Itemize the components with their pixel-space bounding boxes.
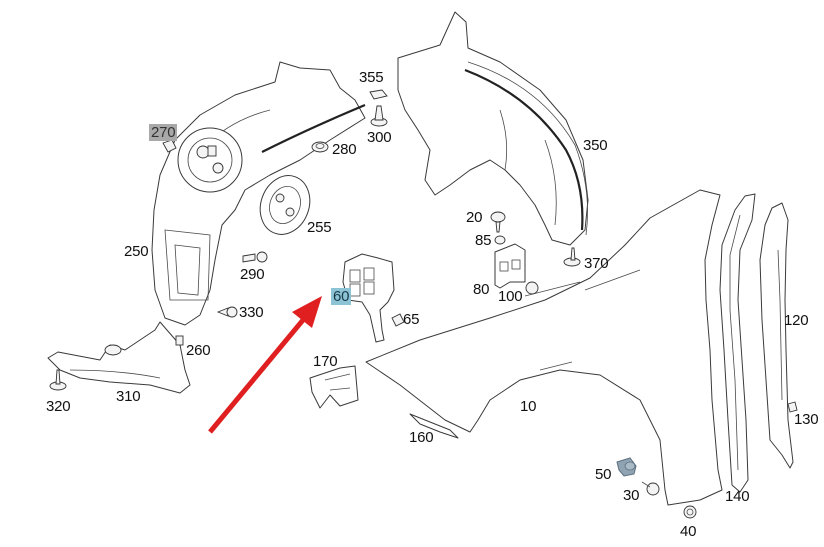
callout-30: 30	[623, 487, 640, 504]
callout-160: 160	[409, 429, 434, 446]
hardware-370-screw	[563, 247, 581, 267]
hardware-280-nut	[311, 141, 329, 153]
hardware-355-clip	[369, 89, 388, 100]
callout-260: 260	[186, 342, 211, 359]
callout-280: 280	[332, 141, 357, 158]
callout-320: 320	[46, 398, 71, 415]
callout-330: 330	[239, 304, 264, 321]
callout-10: 10	[520, 398, 537, 415]
hardware-65-clip-nut	[391, 313, 405, 327]
hardware-100-rivet	[525, 281, 539, 295]
callout-60: 60	[331, 288, 352, 305]
callout-370: 370	[584, 255, 609, 272]
callout-85: 85	[475, 232, 492, 249]
callout-250: 250	[124, 243, 149, 260]
callout-65: 65	[403, 311, 420, 328]
rear-wheel-arch-liner	[397, 11, 589, 246]
hardware-85-nut	[494, 235, 506, 245]
front-wheel-arch-liner	[151, 61, 366, 326]
hardware-20-bolt	[490, 211, 506, 233]
fender-bracket	[342, 253, 395, 343]
callout-50: 50	[595, 466, 612, 483]
support-bracket	[309, 365, 359, 409]
callout-40: 40	[680, 523, 697, 540]
lower-bracket	[47, 321, 191, 394]
hardware-30-bolt	[641, 481, 660, 496]
callout-120: 120	[784, 312, 809, 329]
bracket-80	[494, 243, 526, 289]
callout-300: 300	[367, 129, 392, 146]
rear-seal	[759, 202, 794, 469]
callout-140: 140	[725, 488, 750, 505]
hardware-260-clip	[175, 335, 184, 346]
front-fender	[365, 189, 723, 506]
callout-170: 170	[313, 353, 338, 370]
callout-290: 290	[240, 266, 265, 283]
hardware-270-clip	[162, 139, 177, 153]
hardware-330-screw	[216, 306, 238, 318]
callout-350: 350	[583, 137, 608, 154]
pointer-arrow	[208, 296, 322, 434]
hardware-50-spacer-bolt	[616, 457, 637, 477]
seal-strip	[409, 413, 459, 439]
hardware-130-screw	[787, 401, 798, 413]
callout-270: 270	[149, 124, 178, 141]
cover-plate	[259, 175, 311, 235]
hardware-290-rivet	[242, 251, 268, 263]
callout-355: 355	[359, 69, 384, 86]
callout-20: 20	[466, 209, 483, 226]
hardware-320-screw	[49, 369, 67, 391]
hardware-40-nut	[683, 505, 697, 519]
callout-100: 100	[498, 288, 523, 305]
callout-255: 255	[307, 219, 332, 236]
callout-310: 310	[116, 388, 141, 405]
callout-130: 130	[794, 411, 819, 428]
hardware-300-rivet	[370, 105, 388, 127]
trim-panel	[719, 193, 756, 493]
callout-80: 80	[473, 281, 490, 298]
